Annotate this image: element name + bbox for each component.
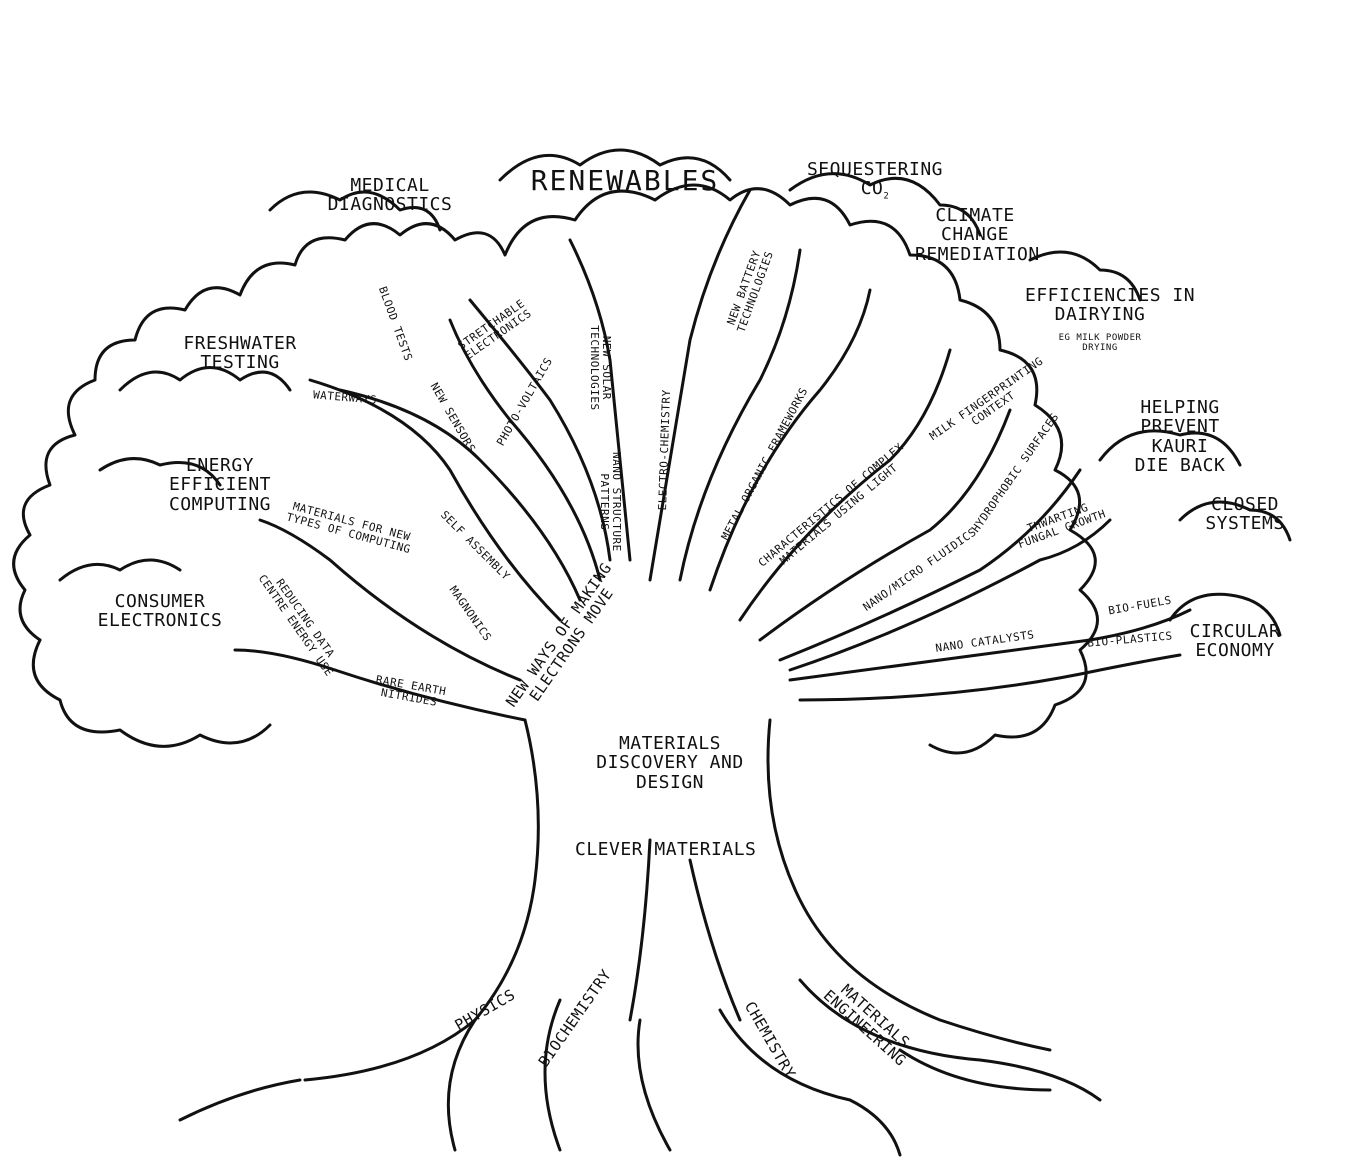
trunk-clever-materials: Clever Materials: [575, 839, 757, 860]
canopy-medical-diagnostics: Medical Diagnostics: [327, 175, 453, 216]
canopy-helping-prevent-kauri: Helping Prevent Kauri Die Back: [1134, 397, 1226, 477]
canopy-energy-efficient-computing: Energy Efficient Computing: [168, 455, 272, 515]
sequestering-text: Sequestering CO: [806, 159, 944, 200]
canopy-dairying-example: eg milk powder drying: [1058, 333, 1142, 353]
canopy-closed-systems: Closed Systems: [1205, 494, 1285, 535]
canopy-climate-change-remediation: Climate Change Remediation: [915, 205, 1040, 265]
canopy-freshwater-testing: Freshwater Testing: [183, 333, 297, 374]
co2-subscript: 2: [883, 192, 890, 203]
canopy-outline: [12, 183, 1099, 755]
canopy-sequestering-co2: Sequestering CO2: [800, 160, 950, 203]
trunk-materials-discovery: Materials Discovery and Design: [596, 733, 744, 793]
canopy-left-lobe: [31, 638, 272, 748]
trunk-right: [766, 718, 1052, 1052]
canopy-consumer-electronics: Consumer Electronics: [97, 591, 223, 632]
branch-nano-structure-patterns: Nano Structure Patterns: [598, 452, 623, 552]
canopy-renewables: Renewables: [530, 164, 720, 197]
canopy-circular-economy: Circular Economy: [1189, 621, 1281, 662]
canopy-efficiencies-dairying: Efficiencies in Dairying: [1025, 285, 1196, 326]
branch-new-solar-technologies: New Solar Technologies: [588, 325, 613, 411]
trunk-left: [303, 718, 540, 1082]
